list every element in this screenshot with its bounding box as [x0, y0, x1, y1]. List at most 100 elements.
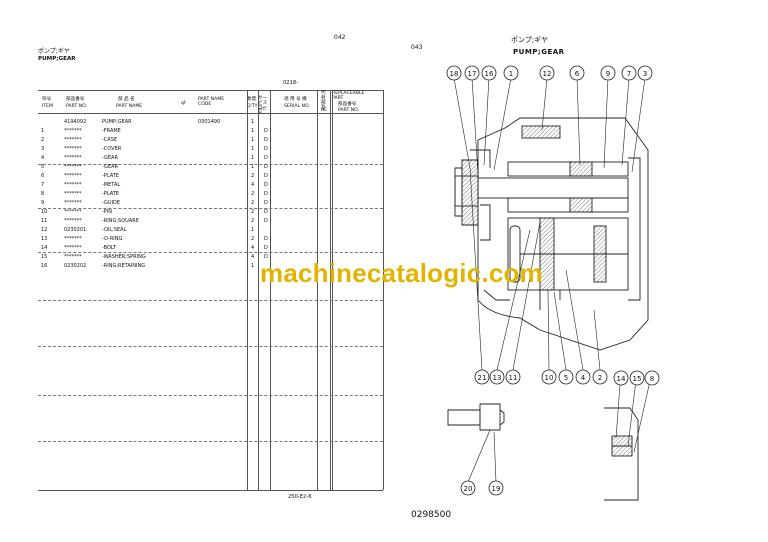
row-qty: 2	[251, 209, 255, 215]
row-part-no: *******	[64, 191, 82, 197]
col-name-en: PART NAME	[116, 104, 143, 109]
row-part-name: -METAL	[102, 182, 121, 188]
row-part-no: *******	[64, 200, 82, 206]
col-qty-jp: 数量	[247, 97, 257, 102]
row-part-no: *******	[64, 245, 82, 251]
row-item: 13	[41, 236, 48, 242]
table-row: 8 ******* -PLATE 2 D	[38, 190, 383, 199]
callout-label: 7	[627, 70, 631, 78]
row-item: 7	[41, 182, 45, 188]
row-item: 2	[41, 137, 45, 143]
drawing-number: 0298500	[411, 510, 452, 520]
table-row: 16 0230202 -RING;RETAINING 1	[38, 262, 383, 271]
row-qty: 4	[251, 245, 255, 251]
col-sc-jp: サービスコード	[258, 96, 268, 116]
callout-label: 13	[493, 374, 502, 382]
row-part-no: *******	[64, 209, 82, 215]
row-sc: D	[264, 146, 268, 152]
left-title-jp: ポンプ;ギヤ	[38, 48, 70, 55]
row-part-no: *******	[64, 137, 82, 143]
callout-label: 9	[606, 70, 610, 78]
table-row: 14 ******* -BOLT 4 D	[38, 244, 383, 253]
table-row: 7 ******* -METAL 4 D	[38, 181, 383, 190]
table-row: 10 ******* -PIN 2 D	[38, 208, 383, 217]
row-part-name: -WASHER;SPRING	[102, 254, 146, 260]
row-part-name: -PLATE	[102, 191, 119, 197]
table-row: 4 ******* -GEAR 1 D	[38, 154, 383, 163]
row-sc: D	[264, 128, 268, 134]
row-part-no: 0230202	[64, 263, 87, 269]
table-row: 3 ******* -COVER 1 D	[38, 145, 383, 154]
row-part-name: -RING;RETAINING	[102, 263, 146, 269]
row-part-name: -GEAR	[102, 164, 118, 170]
row-part-no: *******	[64, 218, 82, 224]
watermark-text: machinecatalogic.com	[260, 258, 543, 288]
callout-label: 21	[478, 374, 487, 382]
right-page-number: 043	[411, 44, 423, 51]
row-item: 11	[41, 218, 48, 224]
row-sc: D	[264, 200, 268, 206]
col-partno-jp: 部品番号	[66, 97, 85, 102]
callout-label: 11	[509, 374, 518, 382]
callout-label: 20	[464, 485, 473, 493]
table-row: 13 ******* -O-RING 2 D	[38, 235, 383, 244]
table-row: 12 0230201 -OIL;SEAL 1	[38, 226, 383, 235]
callout-label: 14	[617, 375, 626, 383]
col-qty-en: Q'TY	[247, 104, 258, 109]
row-sc: D	[264, 182, 268, 188]
row-qty: 1	[251, 146, 255, 152]
row-part-name: -GUIDE	[102, 200, 121, 206]
row-part-name: -COVER	[102, 146, 122, 152]
callout-circles	[446, 65, 660, 496]
col-item-en: ITEM	[42, 104, 54, 109]
callout-label: 2	[598, 374, 602, 382]
row-part-name: -BOLT	[102, 245, 117, 251]
row-item: 5	[41, 164, 45, 170]
row-qty: 2	[251, 173, 255, 179]
callout-label: 10	[545, 374, 554, 382]
row-sc: D	[264, 218, 268, 224]
table-row: 2 ******* -CASE 1 D	[38, 136, 383, 145]
row-qty: 1	[251, 128, 255, 134]
table-row: 1 ******* -FRAME 1 D	[38, 127, 383, 136]
row-part-name: -O-RING	[102, 236, 123, 242]
row-item: 16	[41, 263, 48, 269]
row-part-name: PUMP;GEAR	[102, 119, 132, 125]
row-part-no: 4194092	[64, 119, 87, 125]
col-rc: RC	[321, 108, 328, 113]
row-part-no: *******	[64, 128, 82, 134]
row-part-no: *******	[64, 164, 82, 170]
row-qty: 2	[251, 218, 255, 224]
row-part-no: 0230201	[64, 227, 87, 233]
row-item: 8	[41, 191, 45, 197]
row-qty: 1	[251, 137, 255, 143]
left-title-en: PUMP;GEAR	[38, 56, 76, 62]
table-row: 5 ******* -GEAR 1 D	[38, 163, 383, 172]
row-part-no: *******	[64, 155, 82, 161]
table-row: 11 ******* -RING;SQUARE 2 D	[38, 217, 383, 226]
col-serial-jp: 適 用 号 機	[284, 97, 307, 102]
callout-label: 1	[509, 70, 513, 78]
serial-range: 0218-	[283, 80, 299, 86]
row-sc: D	[264, 137, 268, 143]
row-part-name: -PLATE	[102, 173, 119, 179]
row-code: 0301490	[198, 119, 221, 125]
callout-label: 8	[650, 375, 654, 383]
col-serial-en: SERIAL NO.	[284, 104, 310, 109]
row-qty: 1	[251, 164, 255, 170]
row-part-no: *******	[64, 254, 82, 260]
col-replpart-jp: 部品番号	[338, 102, 357, 107]
row-sc: D	[264, 155, 268, 161]
right-title-en: PUMP;GEAR	[513, 48, 565, 56]
row-item: 9	[41, 200, 45, 206]
row-item: 15	[41, 254, 48, 260]
table-row: 6 ******* -PLATE 2 D	[38, 172, 383, 181]
table-row: 15 ******* -WASHER;SPRING 4 D	[38, 253, 383, 262]
row-part-no: *******	[64, 182, 82, 188]
callout-labels: 18 17 16 1 12 6 9 7 3 21 13 11 10 5 4 2 …	[450, 70, 655, 493]
callout-label: 6	[575, 70, 580, 78]
row-item: 10	[41, 209, 48, 215]
callout-label: 19	[492, 485, 501, 493]
row-qty: 2	[251, 236, 255, 242]
col-qf: qf	[181, 101, 186, 106]
